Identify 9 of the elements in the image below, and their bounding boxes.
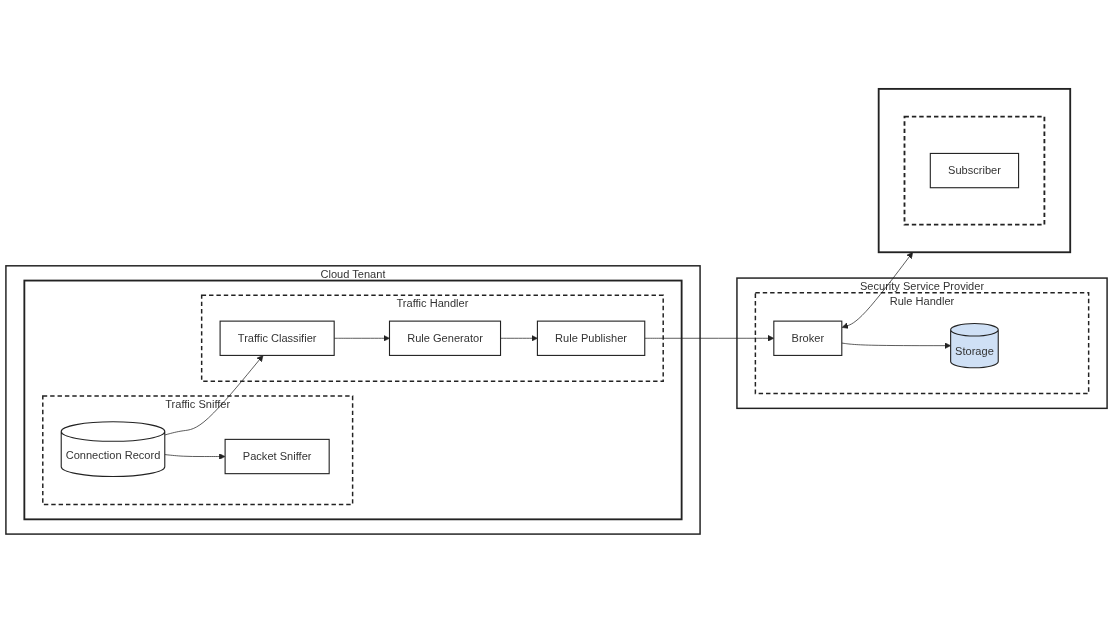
- cluster: [23, 279, 683, 520]
- cluster: [877, 87, 1072, 253]
- node-box: Rule Generator: [388, 320, 502, 356]
- node-box: Rule Publisher: [536, 320, 646, 356]
- node-box: Broker: [773, 320, 843, 356]
- cluster: [903, 115, 1046, 225]
- node-box: Packet Sniffer: [224, 438, 330, 474]
- node-box: Traffic Classifier: [219, 320, 335, 356]
- node-box: Subscriber: [929, 152, 1020, 188]
